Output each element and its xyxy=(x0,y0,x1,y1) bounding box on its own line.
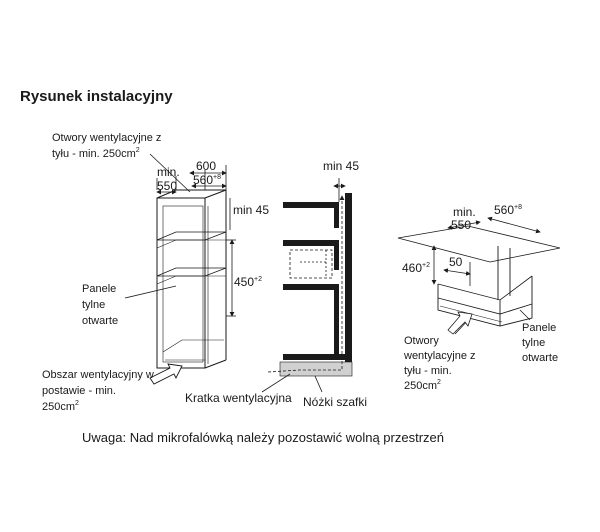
dim-min-45: min 45 xyxy=(233,203,269,217)
vent-back-line-1: Otwory wentylacyjne z xyxy=(52,132,161,144)
page-title: Rysunek instalacyjny xyxy=(20,88,173,105)
right-vent-line-2: wentylacyjne z xyxy=(403,350,476,362)
svg-text:560+8: 560+8 xyxy=(494,203,522,217)
panels-line-1: Panele xyxy=(82,283,116,295)
panels-line-2: tylne xyxy=(82,299,105,311)
right-vent-line-3: tyłu - min. xyxy=(404,365,452,377)
right-panels-line-1: Panele xyxy=(522,322,556,334)
vent-base-line-2: postawie - min. xyxy=(42,385,116,397)
panels-line-3: otwarte xyxy=(82,315,118,327)
right-panels-line-2: tylne xyxy=(522,337,545,349)
vent-base-line-1: Obszar wentylacyjny w xyxy=(42,369,154,381)
grille-label: Kratka wentylacyjna xyxy=(185,391,292,405)
vent-back-line-2: tyłu - min. 250cm xyxy=(52,148,136,160)
right-dim-560: 560 xyxy=(494,203,514,217)
right-min-label: min. xyxy=(453,205,476,219)
dim-550: 550 xyxy=(157,179,177,193)
right-dim-460: 460 xyxy=(402,261,422,275)
svg-text:560+8: 560+8 xyxy=(193,173,221,187)
side-section-drawing xyxy=(261,178,353,393)
right-dim-560-sup: +8 xyxy=(514,204,522,211)
svg-text:250cm2: 250cm2 xyxy=(42,400,79,413)
vent-back-sup: 2 xyxy=(136,147,140,154)
dim-560-sup: +8 xyxy=(213,174,221,181)
right-dim-550: 550 xyxy=(451,218,471,232)
warning-note: Uwaga: Nad mikrofalówką należy pozostawi… xyxy=(82,430,444,445)
right-vent-sup: 2 xyxy=(437,379,441,386)
airflow-arrow-icon xyxy=(149,363,183,385)
feet-label: Nóżki szafki xyxy=(303,395,367,409)
undercounter-drawing xyxy=(397,225,561,327)
dim-450-sup: +2 xyxy=(254,276,262,283)
dim-600: 600 xyxy=(196,159,216,173)
airflow-arrow-icon xyxy=(447,311,473,335)
svg-text:460+2: 460+2 xyxy=(402,261,430,275)
right-dim-50: 50 xyxy=(449,255,463,269)
min-label: min. xyxy=(157,165,180,179)
dim-450: 450 xyxy=(234,275,254,289)
right-panels-line-3: otwarte xyxy=(522,352,558,364)
svg-text:tyłu - min. 250cm2: tyłu - min. 250cm2 xyxy=(52,147,140,160)
svg-text:250cm2: 250cm2 xyxy=(404,379,441,392)
right-vent-line-1: Otwory xyxy=(404,335,439,347)
svg-text:450+2: 450+2 xyxy=(234,275,262,289)
dim-560: 560 xyxy=(193,173,213,187)
right-dim-460-sup: +2 xyxy=(422,262,430,269)
right-vent-line-4: 250cm xyxy=(404,380,437,392)
mid-min-45: min 45 xyxy=(323,159,359,173)
cabinet-front xyxy=(156,197,206,369)
vent-base-sup: 2 xyxy=(75,400,79,407)
vent-base-line-3: 250cm xyxy=(42,401,75,413)
tall-cabinet-drawing xyxy=(156,189,227,369)
